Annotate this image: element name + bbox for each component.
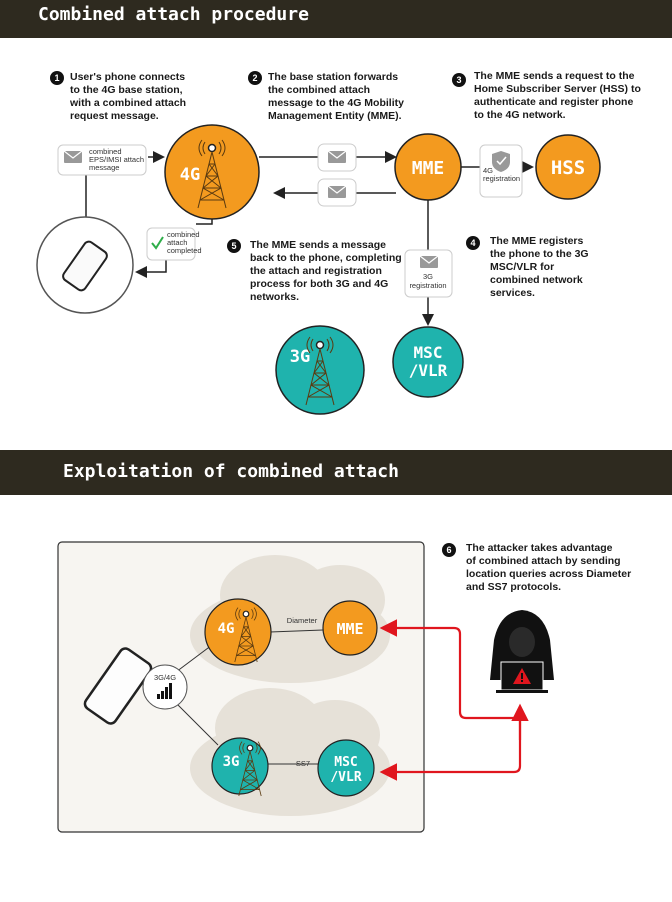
node-4g: 4G <box>164 124 260 220</box>
svg-text:The MME registers: The MME registers <box>490 235 584 247</box>
attacker-icon <box>490 610 554 693</box>
step-1: 1 User's phone connects to the 4G base s… <box>50 71 186 122</box>
svg-text:3G/4G: 3G/4G <box>154 673 176 682</box>
svg-text:authenticate and register pho: authenticate and register phone <box>474 96 633 108</box>
svg-text:the combined attach: the combined attach <box>268 84 370 96</box>
svg-text:/VLR: /VLR <box>409 361 448 380</box>
svg-text:MSC/VLR for: MSC/VLR for <box>490 261 554 273</box>
shield-check-icon <box>492 151 510 172</box>
svg-text:networks.: networks. <box>250 291 299 303</box>
signal-badge: 3G/4G <box>142 664 188 710</box>
step-4: 4 The MME registers the phone to the 3G … <box>466 235 589 299</box>
envelope-icon <box>327 150 347 164</box>
envelope-icon <box>419 255 439 269</box>
svg-text:location queries across Diamet: location queries across Diameter <box>466 568 631 580</box>
reg4g-box: 4G registration <box>479 144 523 198</box>
svg-text:completed: completed <box>167 246 202 255</box>
svg-text:registration: registration <box>483 174 520 183</box>
svg-text:of combined attach by sending: of combined attach by sending <box>466 555 621 567</box>
phone-2 <box>83 647 153 725</box>
svg-text:EPS/IMSI attach: EPS/IMSI attach <box>89 155 144 164</box>
attach-message-box: combined EPS/IMSI attach message <box>57 144 147 176</box>
svg-text:combined: combined <box>89 147 122 156</box>
svg-text:message to the 4G Mobility: message to the 4G Mobility <box>268 97 404 109</box>
svg-text:5: 5 <box>231 241 236 251</box>
svg-text:3G: 3G <box>423 272 433 281</box>
svg-text:back to the phone, completing: back to the phone, completing <box>250 252 402 264</box>
svg-text:combined network: combined network <box>490 274 583 286</box>
attack-paths <box>379 619 529 781</box>
svg-text:message: message <box>89 163 119 172</box>
svg-text:3: 3 <box>456 75 461 85</box>
svg-text:Home Subscriber Server (HSS) t: Home Subscriber Server (HSS) to <box>474 83 641 95</box>
svg-text:process for both 3G and 4G: process for both 3G and 4G <box>250 278 388 290</box>
step-2: 2 The base station forwards the combined… <box>248 71 404 122</box>
phone-circle <box>36 216 134 314</box>
node2-3g: 3G <box>211 737 269 797</box>
section2-title: Exploitation of combined attach <box>63 461 399 482</box>
section1-header <box>0 0 672 38</box>
svg-text:The MME sends a message: The MME sends a message <box>250 239 386 251</box>
completed-box: combined attach completed <box>146 227 202 261</box>
node2-msc-vlr: MSC /VLR <box>317 739 375 797</box>
phone-icon <box>62 240 108 292</box>
svg-text:attach: attach <box>167 238 187 247</box>
node-3g: 3G <box>275 325 365 415</box>
svg-text:to the 4G base station,: to the 4G base station, <box>70 84 183 96</box>
svg-text:registration: registration <box>409 281 446 290</box>
envelope-icon <box>63 150 83 164</box>
svg-text:to the 4G network.: to the 4G network. <box>474 109 566 121</box>
svg-text:combined: combined <box>167 230 200 239</box>
svg-text:4G: 4G <box>483 166 493 175</box>
node-mme: MME <box>394 133 462 201</box>
check-icon <box>151 236 164 250</box>
svg-text:4G: 4G <box>218 621 235 637</box>
svg-text:the phone to the 3G: the phone to the 3G <box>490 248 589 260</box>
svg-text:and SS7 protocols.: and SS7 protocols. <box>466 581 561 593</box>
step-5: 5 The MME sends a message back to the ph… <box>227 239 402 303</box>
svg-text:/VLR: /VLR <box>330 770 361 785</box>
reg3g-box: 3G registration <box>404 249 453 298</box>
forward-message-box <box>317 143 357 172</box>
svg-text:User's phone connects: User's phone connects <box>70 71 185 83</box>
svg-text:services.: services. <box>490 287 535 299</box>
svg-text:2: 2 <box>252 73 257 83</box>
svg-text:MSC: MSC <box>334 755 357 770</box>
node2-mme: MME <box>322 600 378 656</box>
svg-text:Management Entity (MME).: Management Entity (MME). <box>268 110 402 122</box>
svg-text:MSC: MSC <box>414 343 443 362</box>
step-3: 3 The MME sends a request to the Home Su… <box>452 70 641 121</box>
svg-text:MME: MME <box>412 158 445 179</box>
svg-text:3G: 3G <box>290 347 310 367</box>
svg-text:6: 6 <box>446 545 451 555</box>
phone-icon <box>83 647 153 725</box>
svg-text:HSS: HSS <box>551 157 585 179</box>
links <box>173 629 324 765</box>
svg-text:The MME sends a request to the: The MME sends a request to the <box>474 70 635 82</box>
svg-text:4G: 4G <box>180 165 200 185</box>
node2-4g: 4G <box>204 598 272 666</box>
node-msc-vlr: MSC /VLR <box>392 326 464 398</box>
section2-header <box>0 450 672 495</box>
section1-title: Combined attach procedure <box>38 4 309 25</box>
svg-text:4: 4 <box>470 238 475 248</box>
svg-text:3G: 3G <box>223 754 240 770</box>
node-hss: HSS <box>535 134 601 200</box>
envelope-icon <box>327 185 347 199</box>
return-message-box <box>317 178 357 207</box>
svg-text:MME: MME <box>336 620 363 638</box>
svg-text:The attacker takes advantage: The attacker takes advantage <box>466 542 613 554</box>
svg-text:request message.: request message. <box>70 110 159 122</box>
signal-bars-icon <box>157 683 172 699</box>
diameter-label: Diameter <box>287 616 318 625</box>
ss7-label: SS7 <box>296 759 310 768</box>
svg-text:the attach and registration: the attach and registration <box>250 265 382 277</box>
svg-text:The base station forwards: The base station forwards <box>268 71 398 83</box>
step-6: 6 The attacker takes advantage of combin… <box>442 542 631 593</box>
svg-text:with a combined attach: with a combined attach <box>69 97 186 109</box>
svg-text:1: 1 <box>54 73 59 83</box>
